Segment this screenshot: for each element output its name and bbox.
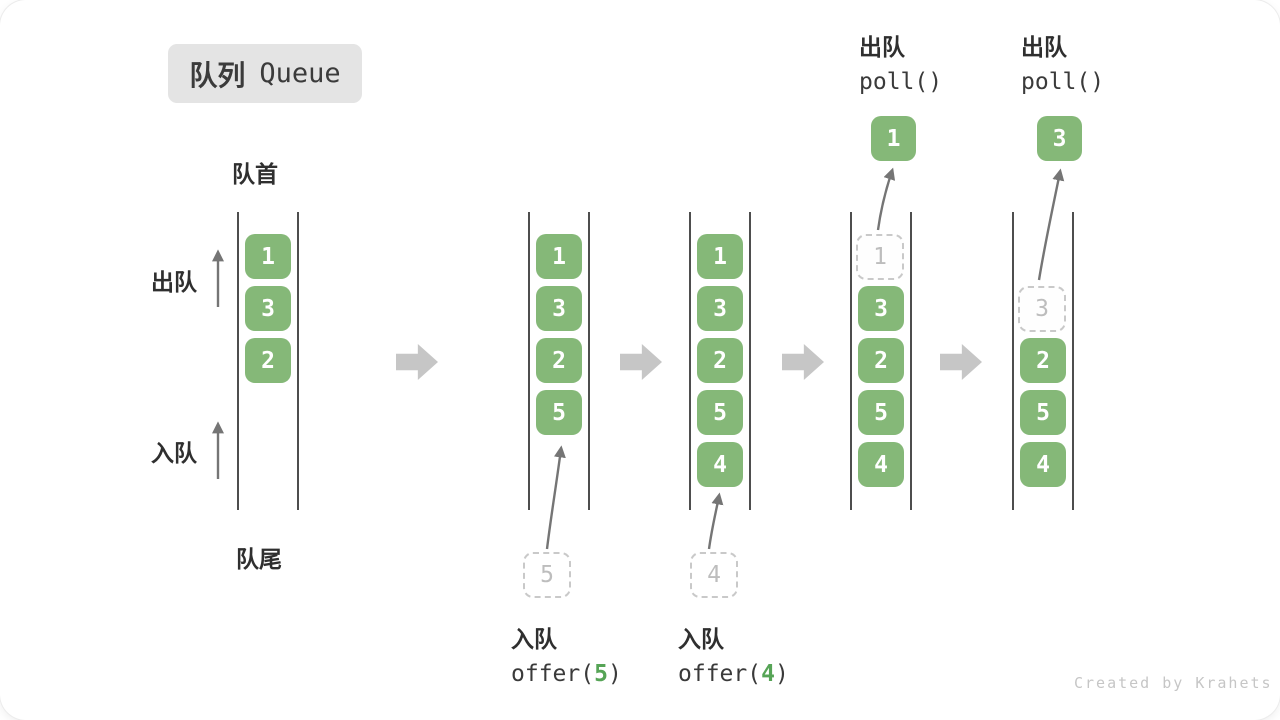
op-dequeue-zh: 出队	[1021, 34, 1067, 60]
queue-column-1: 1 3 2	[237, 212, 299, 510]
pending-enqueue-box: 5	[523, 552, 571, 598]
queue-item: 5	[1020, 390, 1066, 435]
queue-item: 5	[536, 390, 582, 435]
queue-item: 2	[858, 338, 904, 383]
queue-column-2: 1 3 2 5	[528, 212, 590, 510]
polled-value-box: 1	[871, 116, 916, 161]
offer-arg: 5	[594, 661, 608, 687]
queue-item: 3	[697, 286, 743, 331]
title-en: Queue	[259, 58, 341, 89]
queue-item: 2	[536, 338, 582, 383]
removed-item-placeholder: 3	[1018, 286, 1066, 332]
right-arrow-icon	[940, 344, 982, 380]
queue-item: 1	[697, 234, 743, 279]
queue-item: 3	[858, 286, 904, 331]
op-offer4-code: offer(4)	[678, 661, 789, 687]
queue-item: 2	[245, 338, 291, 383]
label-queue-rear: 队尾	[236, 546, 282, 572]
label-queue-front: 队首	[232, 161, 278, 187]
label-enqueue: 入队	[151, 440, 197, 466]
right-arrow-icon	[396, 344, 438, 380]
op-label-offer5: 入队 offer(5)	[511, 620, 622, 687]
op-poll-code: poll()	[859, 69, 943, 95]
queue-item: 3	[536, 286, 582, 331]
pending-enqueue-box: 4	[690, 552, 738, 598]
queue-item: 2	[1020, 338, 1066, 383]
queue-item: 4	[858, 442, 904, 487]
queue-column-5: 3 2 5 4	[1012, 212, 1074, 510]
op-poll-code: poll()	[1021, 69, 1105, 95]
op-enqueue-zh: 入队	[511, 626, 557, 652]
queue-item: 2	[697, 338, 743, 383]
queue-item: 3	[245, 286, 291, 331]
offer-arg: 4	[761, 661, 775, 687]
title-badge: 队列 Queue	[168, 44, 362, 103]
op-label-offer4: 入队 offer(4)	[678, 620, 789, 687]
title-zh: 队列	[189, 59, 246, 91]
op-dequeue-zh: 出队	[859, 34, 905, 60]
queue-item: 5	[858, 390, 904, 435]
right-arrow-icon	[782, 344, 824, 380]
op-label-poll-1: 出队 poll()	[859, 28, 942, 95]
watermark: Created by Krahets	[1074, 674, 1273, 692]
polled-value-box: 3	[1037, 116, 1082, 161]
queue-item: 4	[697, 442, 743, 487]
op-offer5-code: offer(5)	[511, 661, 622, 687]
op-label-poll-2: 出队 poll()	[1021, 28, 1104, 95]
queue-item: 1	[245, 234, 291, 279]
queue-column-4: 1 3 2 5 4	[850, 212, 912, 510]
right-arrow-icon	[620, 344, 662, 380]
queue-item: 4	[1020, 442, 1066, 487]
queue-item: 5	[697, 390, 743, 435]
queue-item: 1	[536, 234, 582, 279]
removed-item-placeholder: 1	[856, 234, 904, 280]
label-dequeue: 出队	[151, 269, 197, 295]
queue-column-3: 1 3 2 5 4	[689, 212, 751, 510]
op-enqueue-zh: 入队	[678, 626, 724, 652]
